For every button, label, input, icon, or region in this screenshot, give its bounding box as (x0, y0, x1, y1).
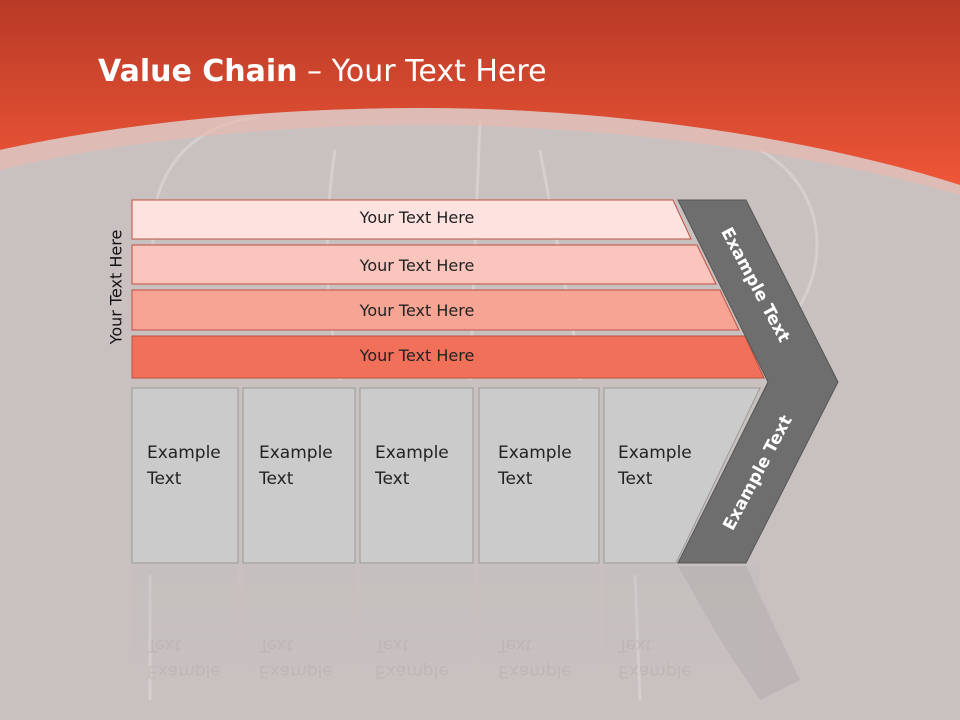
box-3-line1: Example (375, 443, 449, 463)
band-2 (131, 244, 717, 285)
box-1 (131, 387, 239, 564)
band-1 (131, 199, 692, 240)
box-reflection-shape (132, 566, 238, 696)
box-reflection-shape (479, 566, 599, 696)
box-5 (603, 387, 761, 564)
band-3 (131, 289, 740, 331)
header-arc (0, 108, 960, 195)
chevron-reflection (678, 566, 800, 700)
box-4-line2: Text (498, 469, 533, 489)
box-2-line2: Text (259, 469, 294, 489)
slide-title: Value Chain – Your Text Here (98, 54, 547, 89)
box-reflection-shape (360, 566, 473, 696)
box-2-line1: Example (259, 443, 333, 463)
box-5-line1: Example (618, 443, 692, 463)
header-band (0, 0, 960, 185)
box-1-line2: Text (147, 469, 182, 489)
box-4 (478, 387, 600, 564)
title-bold: Value Chain (98, 54, 298, 89)
box-2 (242, 387, 356, 564)
side-label: Your Text Here (106, 229, 126, 345)
box-5-line2: Text (618, 469, 653, 489)
band-label-4: Your Text Here (359, 346, 475, 365)
box-4-line1: Example (498, 443, 572, 463)
box-reflection-shape (604, 566, 760, 696)
box-3 (359, 387, 474, 564)
title-rest: – Your Text Here (297, 54, 547, 89)
band-label-3: Your Text Here (359, 301, 475, 320)
band-label-1: Your Text Here (359, 208, 475, 227)
box-3-line2: Text (375, 469, 410, 489)
band-4 (131, 335, 765, 379)
chevron-arrow (677, 199, 839, 564)
band-label-2: Your Text Here (359, 256, 475, 275)
box-reflection-shape (243, 566, 355, 696)
box-1-line1: Example (147, 443, 221, 463)
